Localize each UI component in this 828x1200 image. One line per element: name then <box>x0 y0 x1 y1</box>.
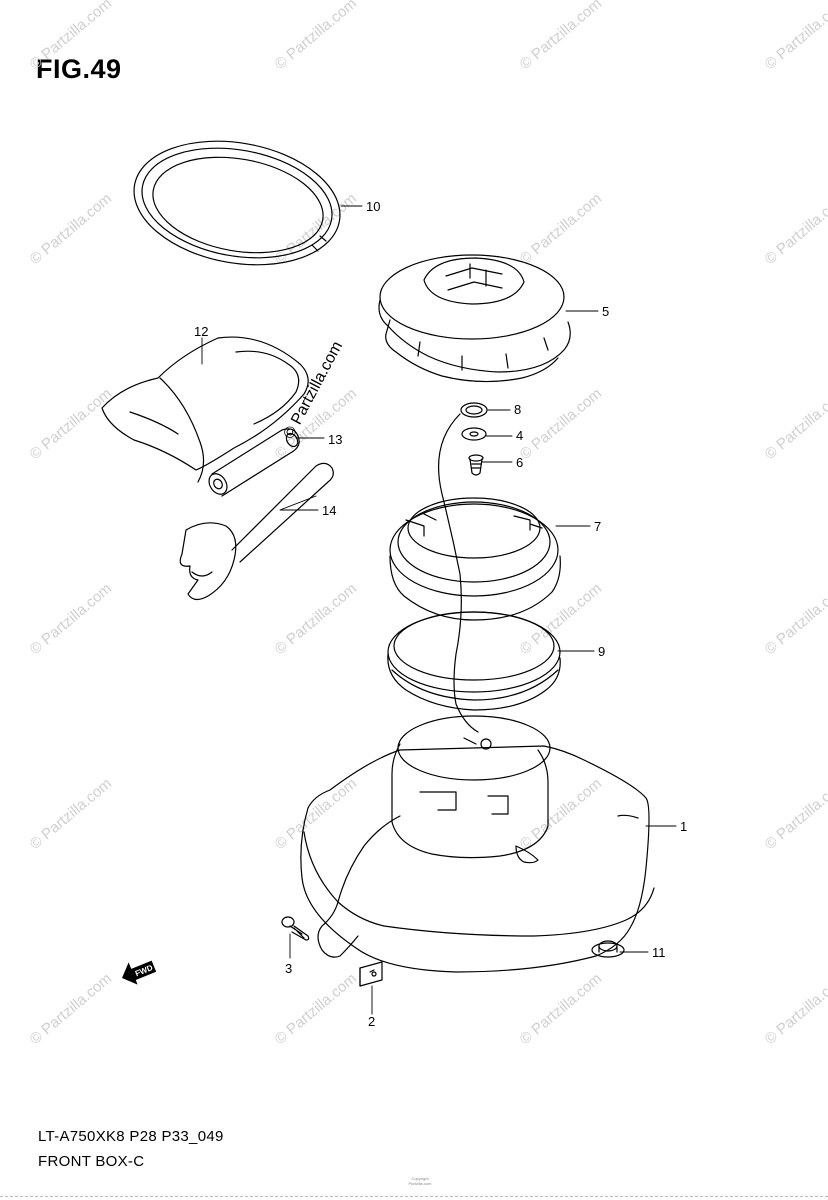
watermark-text: © Partzilla.com <box>762 580 828 658</box>
watermark-text: © Partzilla.com <box>517 970 605 1048</box>
watermark-text: © Partzilla.com <box>762 190 828 268</box>
watermark-text: © Partzilla.com <box>272 775 360 853</box>
callout-1[interactable]: 1 <box>680 819 687 834</box>
model-code-label: LT-A750XK8 P28 P33_049 <box>38 1128 224 1145</box>
callout-2[interactable]: 2 <box>368 1014 375 1029</box>
watermark-text: © Partzilla.com <box>517 580 605 658</box>
watermark-text: © Partzilla.com <box>517 775 605 853</box>
gasket-ring-part[interactable] <box>124 126 350 280</box>
screw-part[interactable] <box>281 916 310 941</box>
watermark-text: © Partzilla.com <box>27 970 115 1048</box>
copyright-notice: Copyright Partzilla.com <box>330 1176 510 1186</box>
copyright-line-2: Partzilla.com <box>408 1181 432 1186</box>
watermark-text: © Partzilla.com <box>517 0 605 73</box>
washer-part[interactable] <box>461 427 487 441</box>
callout-3[interactable]: 3 <box>285 961 292 976</box>
callout-13[interactable]: 13 <box>328 432 342 447</box>
watermark-layer: © Partzilla.com © Partzilla.com © Partzill… <box>27 0 828 1048</box>
callout-8[interactable]: 8 <box>514 402 521 417</box>
grommet-part[interactable] <box>591 940 625 958</box>
callout-4[interactable]: 4 <box>516 428 523 443</box>
spanner-wrench-part[interactable] <box>179 462 334 601</box>
callout-6[interactable]: 6 <box>516 455 523 470</box>
callout-11[interactable]: 11 <box>652 945 666 960</box>
watermark-text: © Partzilla.com <box>272 970 360 1048</box>
watermark-text: © Partzilla.com <box>27 190 115 268</box>
retaining-ring-part[interactable] <box>389 497 561 621</box>
cap-part[interactable] <box>378 254 571 383</box>
o-ring-part[interactable] <box>460 402 488 418</box>
section-name-label: FRONT BOX-C <box>38 1153 145 1170</box>
callout-12[interactable]: 12 <box>194 324 208 339</box>
watermark-text: © Partzilla.com <box>762 775 828 853</box>
callout-9[interactable]: 9 <box>598 644 605 659</box>
watermark-text: © Partzilla.com <box>27 775 115 853</box>
watermark-text: © Partzilla.com <box>27 385 115 463</box>
rivet-part[interactable] <box>468 454 484 476</box>
watermark-text: © Partzilla.com <box>272 580 360 658</box>
callout-5[interactable]: 5 <box>602 304 609 319</box>
callout-10[interactable]: 10 <box>366 199 380 214</box>
watermark-text: © Partzilla.com <box>272 0 360 73</box>
callout-14[interactable]: 14 <box>322 503 336 518</box>
watermark-text: © Partzilla.com <box>27 580 115 658</box>
watermark-text: © Partzilla.com <box>762 970 828 1048</box>
watermark-text: © Partzilla.com <box>517 190 605 268</box>
seal-ring-part[interactable] <box>387 611 561 711</box>
watermark-text: © Partzilla.com <box>762 0 828 73</box>
clip-nut-part[interactable] <box>359 961 383 987</box>
watermark-text: © Partzilla.com <box>762 385 828 463</box>
watermark-text: © Partzilla.com <box>517 385 605 463</box>
copyright-line-1: Copyright <box>411 1176 429 1181</box>
leader-lines <box>201 205 677 1015</box>
watermark-text: © Partzilla.com <box>272 190 360 268</box>
tool-tube-part[interactable] <box>205 428 300 498</box>
fwd-arrow-icon: FWD <box>122 960 157 985</box>
watermark-text: © Partzilla.com <box>27 0 115 73</box>
callout-7[interactable]: 7 <box>594 519 601 534</box>
figure-title: FIG.49 <box>36 54 122 84</box>
tether-cord <box>437 413 479 733</box>
front-box-part[interactable] <box>300 715 655 973</box>
bottom-divider <box>0 1196 828 1197</box>
callout-labels: 10 5 12 8 4 13 6 14 7 9 1 11 3 2 <box>194 199 687 1029</box>
tool-bag-part[interactable] <box>101 336 309 483</box>
